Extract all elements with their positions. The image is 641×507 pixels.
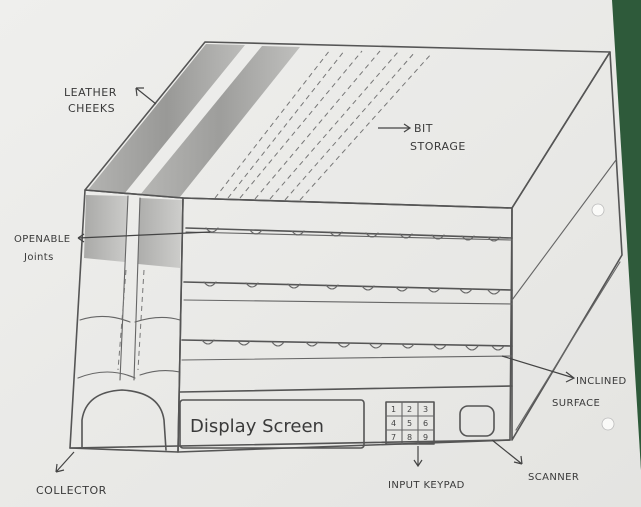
keypad-key-5[interactable]: 5 <box>407 419 412 428</box>
keypad-key-4[interactable]: 4 <box>391 419 396 428</box>
binder-hole-top <box>592 204 604 216</box>
keypad-key-9[interactable]: 9 <box>423 433 428 442</box>
binder-hole-bottom <box>602 418 614 430</box>
label-collector: COLLECTOR <box>36 484 107 497</box>
input-keypad[interactable]: 1 2 3 4 5 6 7 8 9 <box>386 402 434 444</box>
label-scanner: SCANNER <box>528 472 579 483</box>
keypad-key-3[interactable]: 3 <box>423 405 428 414</box>
left-panel-shade-1 <box>84 195 128 262</box>
keypad-key-6[interactable]: 6 <box>423 419 428 428</box>
label-bit-storage-line2: STORAGE <box>410 140 466 153</box>
keypad-key-2[interactable]: 2 <box>407 405 412 414</box>
label-openable-joints-line1: OPENABLE <box>14 234 71 245</box>
label-leather-cheeks-line2: CHEEKS <box>68 102 115 115</box>
label-input-keypad: INPUT KEYPAD <box>388 480 465 491</box>
display-screen-label: Display Screen <box>190 416 324 437</box>
label-leather-cheeks-line1: LEATHER <box>64 86 117 99</box>
keypad-key-8[interactable]: 8 <box>407 433 412 442</box>
keypad-key-7[interactable]: 7 <box>391 433 396 442</box>
keypad-key-1[interactable]: 1 <box>391 405 396 414</box>
label-inclined-surface-line1: INCLINED <box>576 376 627 387</box>
label-bit-storage-line1: BIT <box>414 122 433 135</box>
label-inclined-surface-line2: SURFACE <box>552 398 600 409</box>
label-openable-joints-line2: Joints <box>23 252 54 263</box>
